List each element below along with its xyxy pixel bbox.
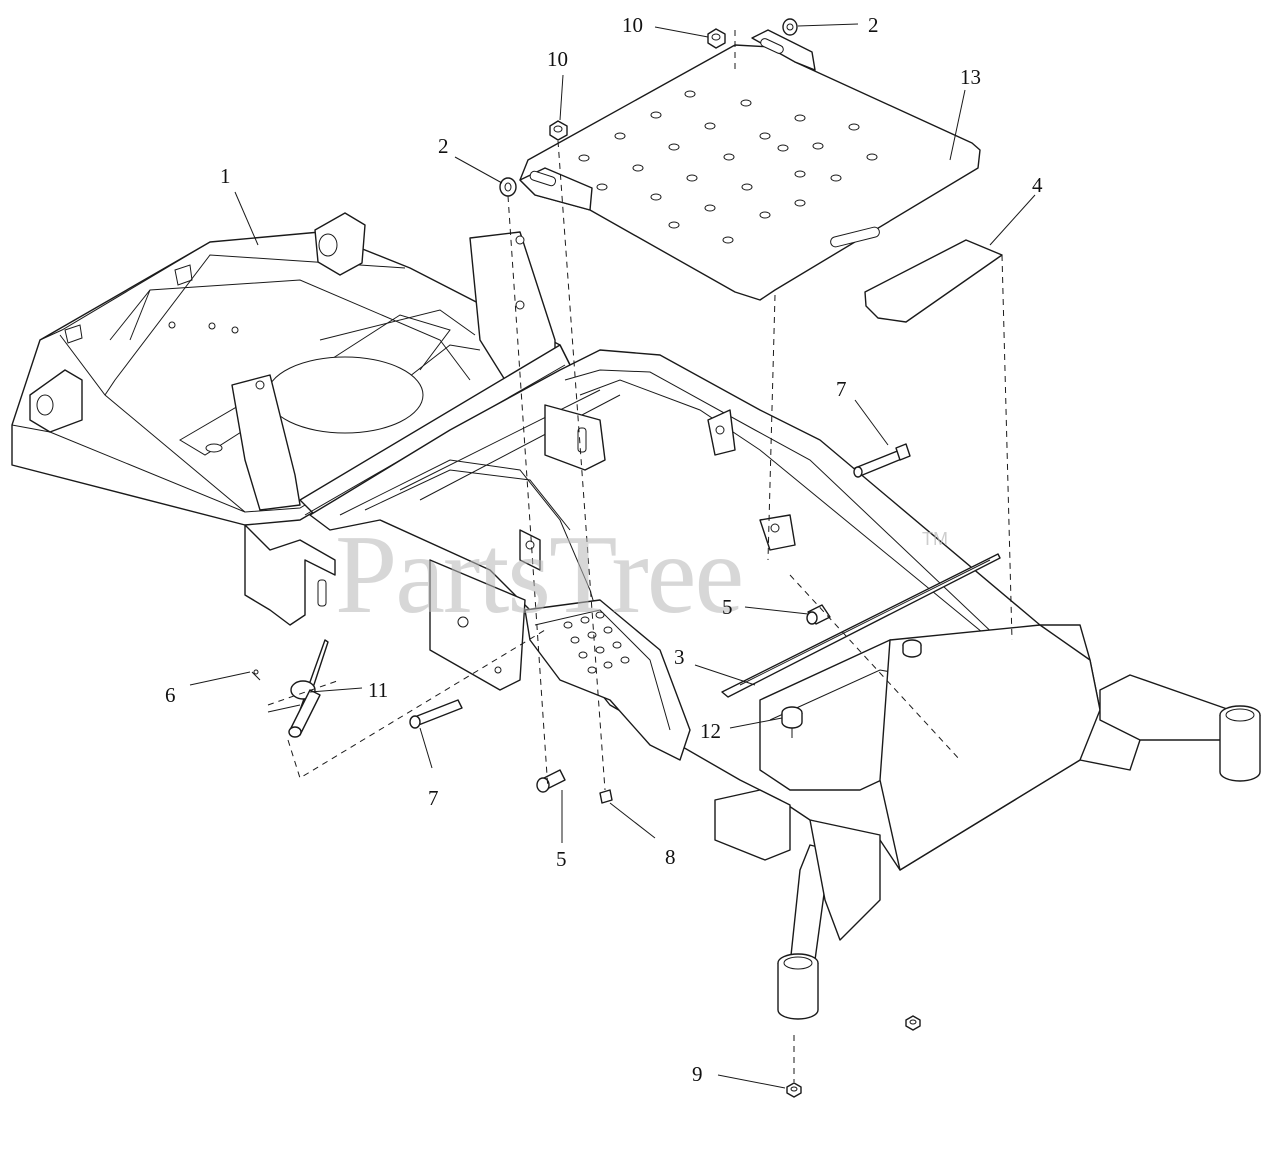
bracket-strip[interactable] (721, 553, 1001, 698)
callout-8: 8 (665, 845, 676, 869)
pin-5-upper[interactable] (806, 604, 831, 625)
callout-10-left: 10 (547, 47, 568, 71)
callout-6: 6 (165, 683, 176, 707)
callout-9: 9 (692, 1062, 703, 1086)
pin-5-lower[interactable] (536, 769, 566, 793)
bolt-7-lower[interactable] (409, 699, 463, 729)
callout-4: 4 (1032, 173, 1043, 197)
callout-10-right: 10 (622, 13, 643, 37)
nut-9-right[interactable] (905, 1015, 921, 1031)
callouts: 1 2 2 3 4 5 5 6 7 7 8 9 10 10 11 12 13 (165, 13, 1043, 1086)
callout-5-lower: 5 (556, 847, 567, 871)
callout-2-right: 2 (868, 13, 879, 37)
foot-plate[interactable] (519, 29, 981, 301)
callout-11: 11 (368, 678, 388, 702)
knob-12-upper[interactable] (902, 639, 922, 658)
bolt-7-upper[interactable] (853, 443, 911, 478)
knob-12[interactable] (781, 706, 803, 738)
leader-lines (189, 23, 1036, 1089)
washer-2-right[interactable] (782, 18, 798, 36)
clevis-pin-11[interactable] (267, 639, 329, 738)
step-hole-grid (563, 611, 630, 674)
watermark-text: PartsTree (335, 513, 742, 637)
nut-9[interactable] (786, 1082, 802, 1098)
assembly-lines (267, 30, 1013, 1082)
callout-7-lower: 7 (428, 786, 439, 810)
cotter-pin-6[interactable] (251, 669, 261, 681)
nut-10-left[interactable] (549, 120, 568, 141)
callout-7-upper: 7 (836, 377, 847, 401)
callout-2-left: 2 (438, 134, 449, 158)
callout-3: 3 (674, 645, 685, 669)
callout-13: 13 (960, 65, 981, 89)
rear-frame[interactable] (11, 212, 576, 526)
nut-10-right[interactable] (707, 28, 726, 49)
callout-5-upper: 5 (722, 595, 733, 619)
callout-1: 1 (220, 164, 231, 188)
pad[interactable] (864, 239, 1003, 323)
watermark-trademark: TM (922, 529, 948, 549)
bolt-8[interactable] (599, 789, 613, 804)
main-frame[interactable] (231, 231, 1261, 1020)
watermark: PartsTree TM (335, 513, 948, 637)
washer-2-left[interactable] (499, 177, 517, 197)
plate-hole-grid (578, 90, 878, 244)
callout-12: 12 (700, 719, 721, 743)
